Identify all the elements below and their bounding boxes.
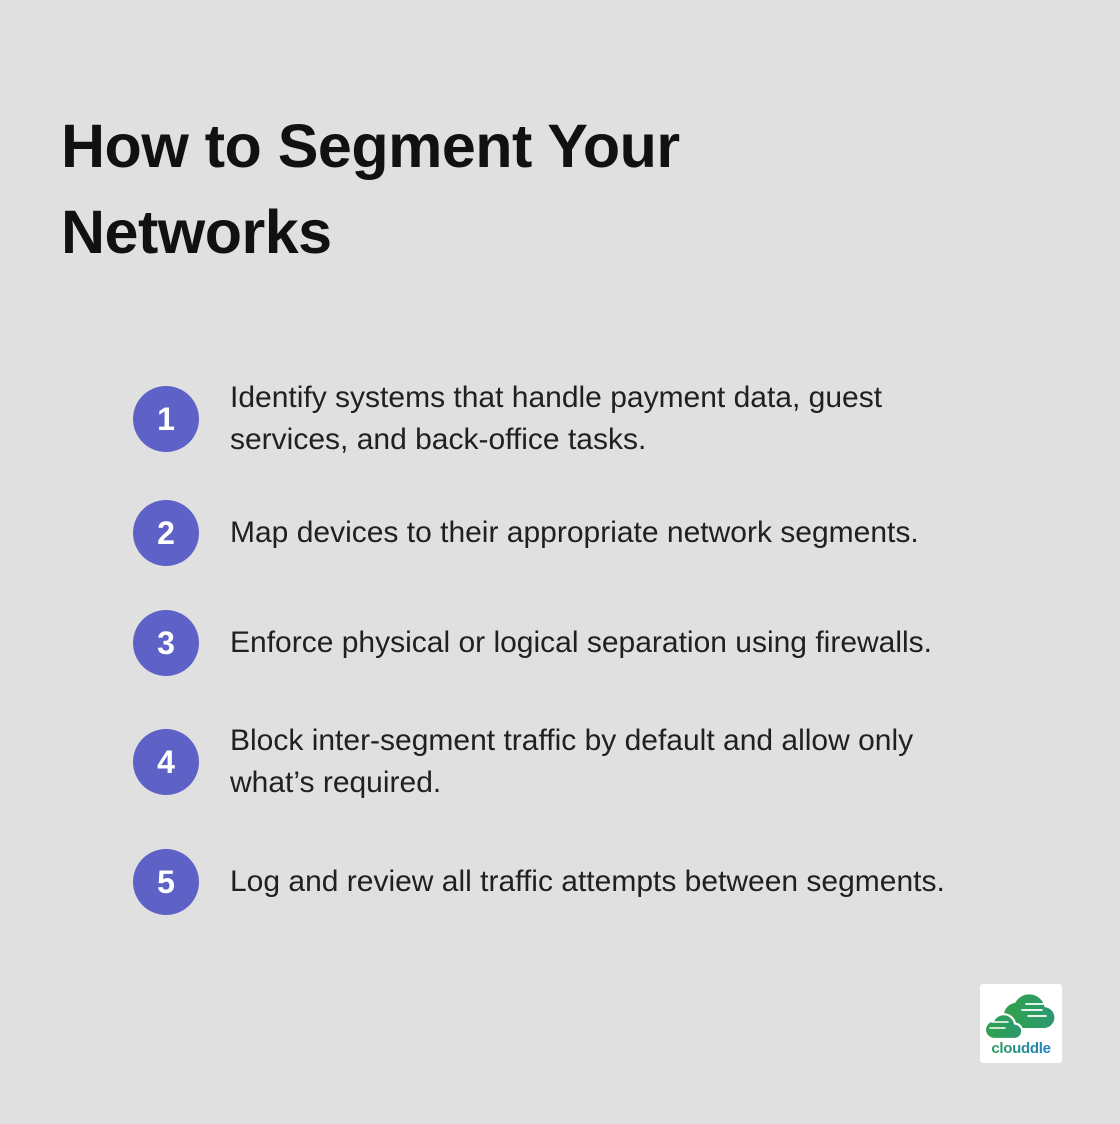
step-1-number-badge: 1: [133, 386, 199, 452]
step-1-text-line-2: services, and back-office tasks.: [230, 423, 647, 456]
step-4-text-line-2: what’s required.: [230, 766, 442, 799]
small-cloud-shape: [983, 1013, 1024, 1041]
step-row-1: 1 Identify systems that handle payment d…: [133, 378, 1080, 460]
step-2-number-badge: 2: [133, 500, 199, 566]
step-5-number-badge: 5: [133, 849, 199, 915]
step-2-text-line-1: Map devices to their appropriate network…: [230, 516, 919, 549]
step-row-2: 2 Map devices to their appropriate netwo…: [133, 492, 1080, 574]
step-3-number-badge: 3: [133, 610, 199, 676]
step-4-text-line-1: Block inter-segment traffic by default a…: [230, 724, 914, 757]
step-row-3: 3 Enforce physical or logical separation…: [133, 602, 1080, 684]
step-3-text: Enforce physical or logical separation u…: [230, 622, 932, 664]
step-3-text-line-1: Enforce physical or logical separation u…: [230, 626, 933, 659]
step-4-text: Block inter-segment traffic by default a…: [230, 720, 913, 804]
step-row-5: 5 Log and review all traffic attempts be…: [133, 841, 1080, 923]
step-5-text: Log and review all traffic attempts betw…: [230, 861, 945, 903]
page-title: How to Segment Your Networks: [61, 103, 680, 275]
logo-wordmark: clouddle: [991, 1040, 1050, 1057]
step-2-text: Map devices to their appropriate network…: [230, 512, 919, 554]
page-title-line-1: How to Segment Your: [61, 112, 680, 180]
step-1-text: Identify systems that handle payment dat…: [230, 377, 882, 461]
step-row-4: 4 Block inter-segment traffic by default…: [133, 721, 1080, 803]
clouddle-logo: clouddle: [980, 984, 1062, 1063]
page-title-line-2: Networks: [61, 198, 332, 266]
step-5-text-line-1: Log and review all traffic attempts betw…: [230, 865, 945, 898]
big-cloud-shape: [1004, 994, 1055, 1028]
step-4-number-badge: 4: [133, 729, 199, 795]
cloud-icon: clouddle: [983, 994, 1055, 1057]
step-1-text-line-1: Identify systems that handle payment dat…: [230, 381, 883, 414]
